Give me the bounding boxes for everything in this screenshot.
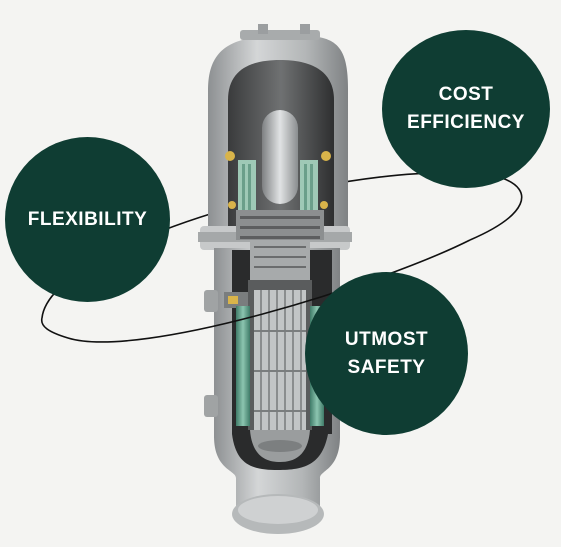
flexibility-bubble: FLEXIBILITY: [5, 137, 170, 302]
cost-efficiency-bubble: COST EFFICIENCY: [382, 30, 550, 188]
orbit-ellipse-front: [40, 239, 471, 343]
flexibility-label: FLEXIBILITY: [27, 208, 148, 230]
utmost-safety-label: UTMOST SAFETY: [344, 328, 429, 378]
utmost-safety-bubble: UTMOST SAFETY: [305, 272, 468, 435]
reactor-vessel: [198, 24, 352, 534]
cost-efficiency-label: COST EFFICIENCY: [407, 84, 525, 133]
